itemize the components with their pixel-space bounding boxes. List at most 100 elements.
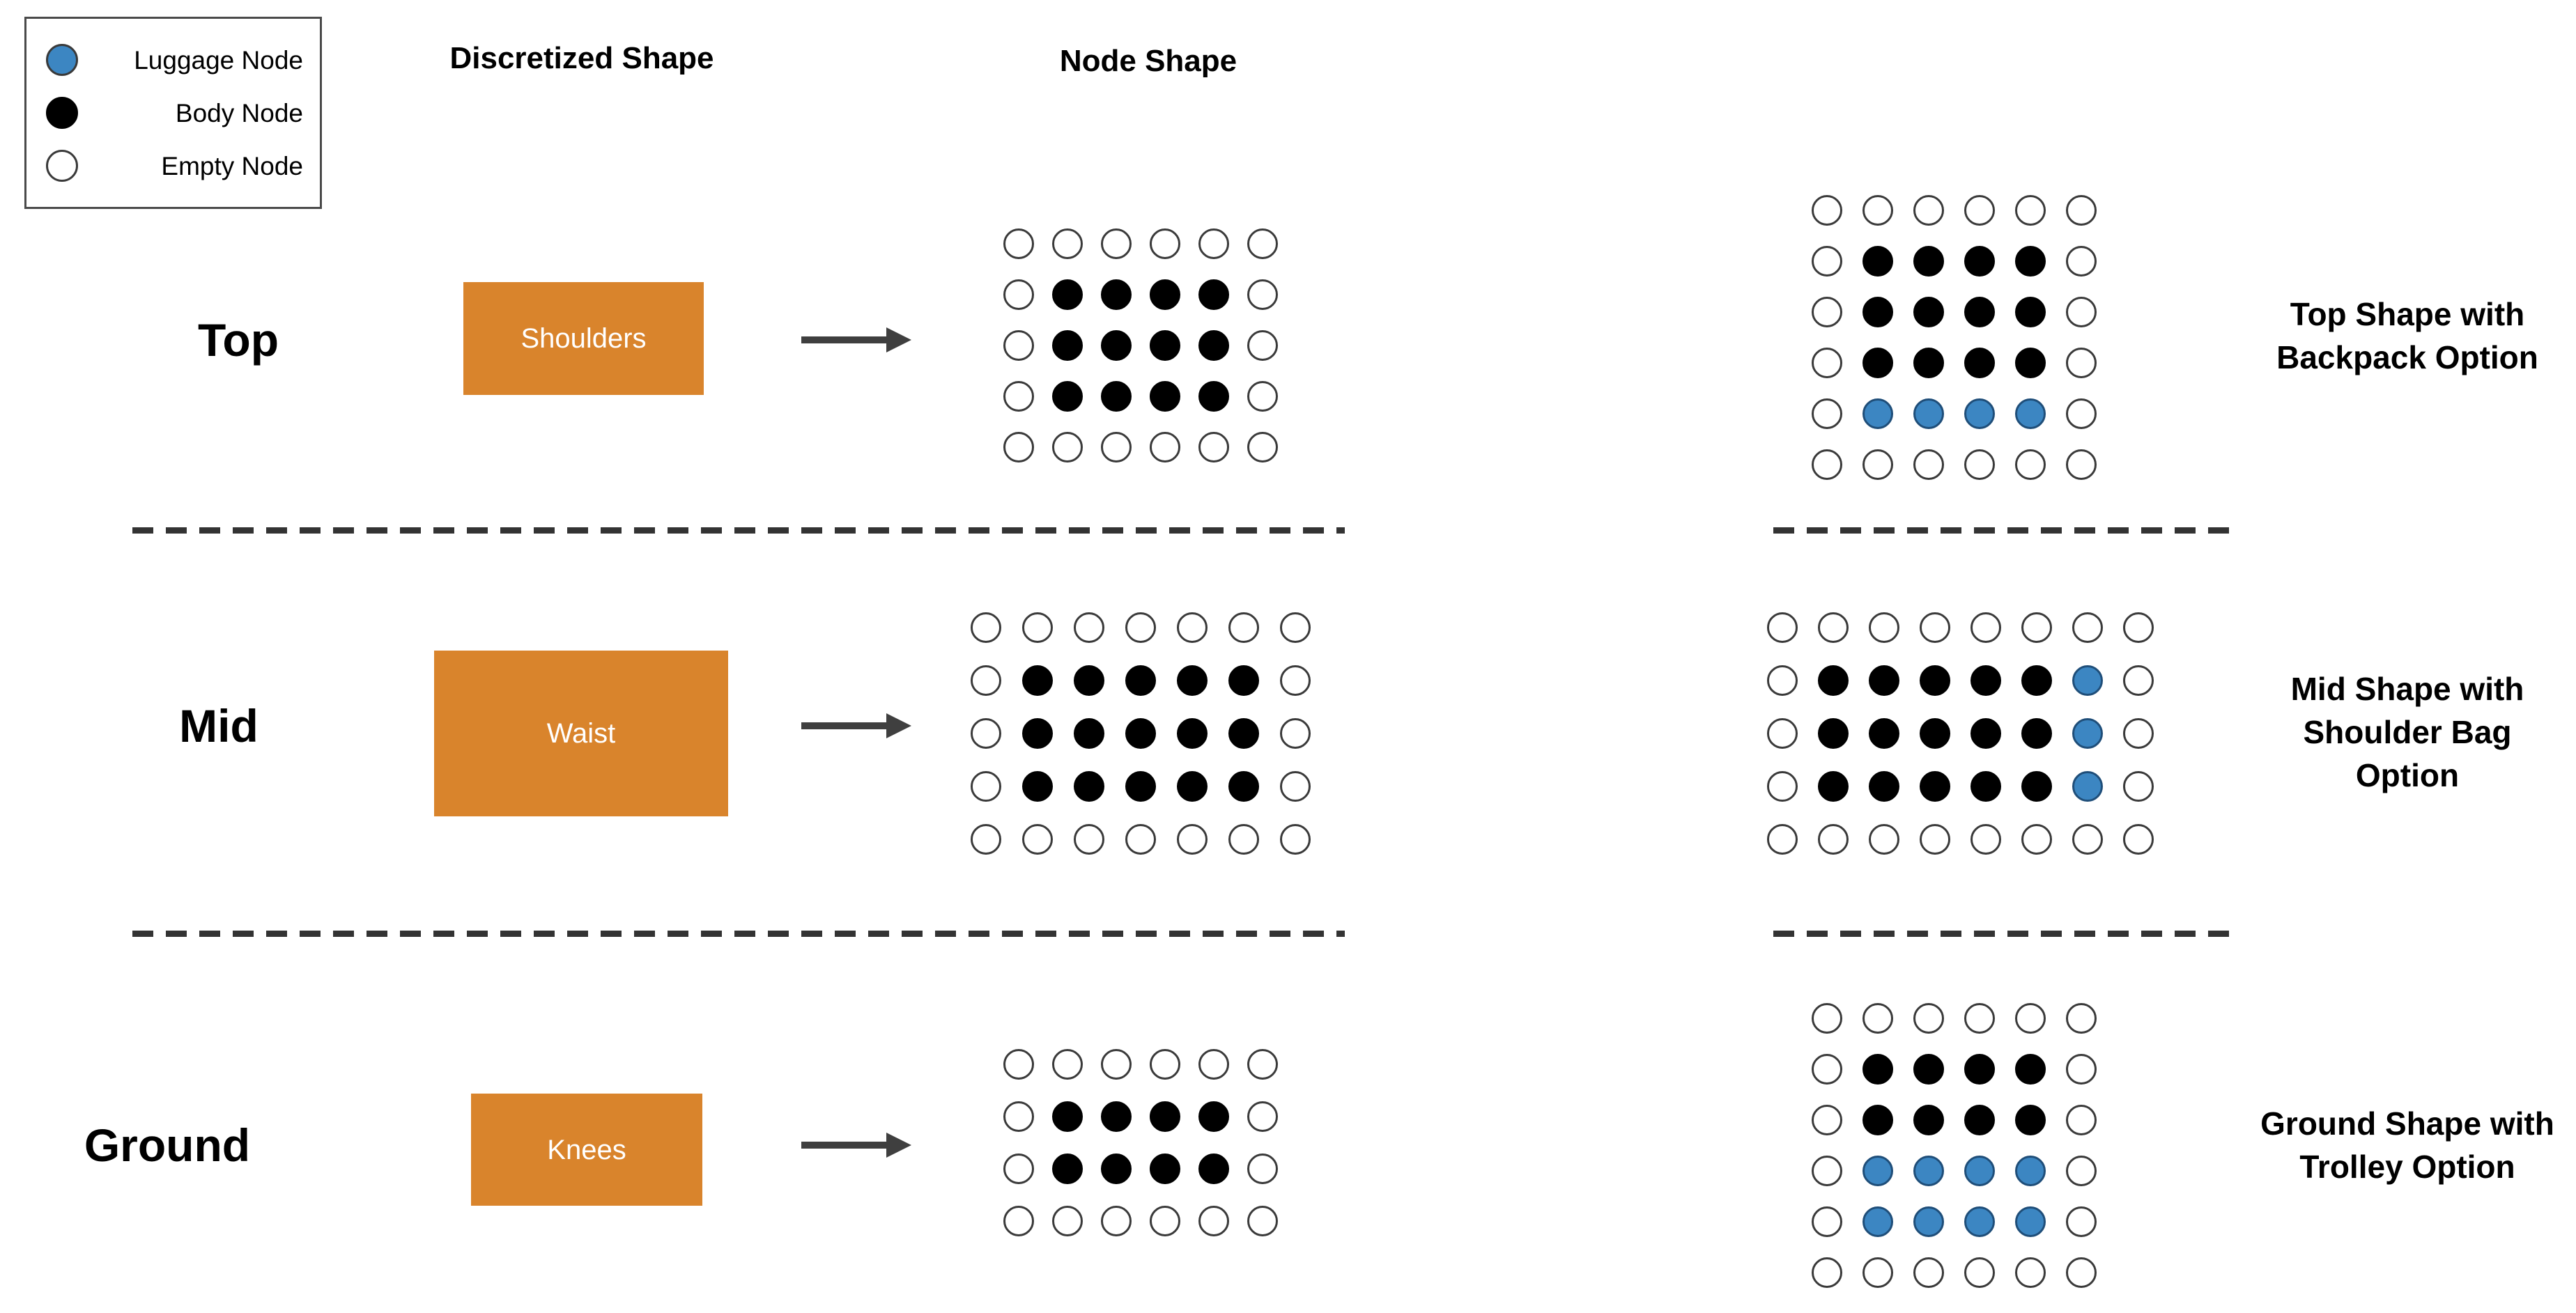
empty-node <box>2123 612 2154 643</box>
empty-node <box>1022 612 1053 643</box>
body-node <box>1970 718 2001 749</box>
body-node <box>1022 718 1053 749</box>
body-node <box>1913 297 1944 327</box>
empty-node <box>1125 612 1156 643</box>
body-node <box>1150 279 1180 310</box>
empty-node <box>1812 195 1842 226</box>
empty-node <box>1862 195 1893 226</box>
body-node <box>1964 348 1995 378</box>
empty-node <box>2066 348 2097 378</box>
row-label-ground: Ground <box>84 1119 251 1171</box>
header-discretized-shape: Discretized Shape <box>449 41 714 75</box>
body-node <box>1177 771 1208 802</box>
option-label-top: Top Shape with Backpack Option <box>2276 296 2538 375</box>
option-label-ground: Ground Shape with Trolley Option <box>2260 1105 2554 1185</box>
empty-node <box>2015 195 2046 226</box>
empty-node <box>2066 1054 2097 1085</box>
empty-node <box>1247 228 1278 259</box>
body-node <box>1052 1153 1083 1184</box>
empty-node <box>1247 432 1278 463</box>
body-node <box>1970 665 2001 696</box>
body-node <box>1177 718 1208 749</box>
body-node <box>1869 718 1899 749</box>
body-node <box>2015 1054 2046 1085</box>
option-shape-grid-top <box>1812 195 2097 500</box>
body-node <box>1228 718 1259 749</box>
body-node <box>1862 246 1893 277</box>
empty-node <box>2066 195 2097 226</box>
body-node <box>1074 718 1104 749</box>
arrow-shaft <box>801 336 888 343</box>
empty-node <box>2123 771 2154 802</box>
empty-node <box>2066 398 2097 429</box>
empty-node <box>1812 1003 1842 1034</box>
luggage-node <box>1964 398 1995 429</box>
empty-node <box>1280 771 1311 802</box>
empty-node <box>1101 1206 1132 1236</box>
empty-node <box>1125 824 1156 855</box>
legend-item-body: Body Node <box>26 97 320 129</box>
empty-node <box>1150 1206 1180 1236</box>
body-node <box>1964 1054 1995 1085</box>
empty-node <box>2066 297 2097 327</box>
dashed-separator <box>1773 931 2237 937</box>
empty-node <box>2066 1003 2097 1034</box>
luggage-node <box>2072 718 2103 749</box>
body-node <box>1150 381 1180 412</box>
body-node <box>1862 297 1893 327</box>
arrow-head <box>886 1133 911 1158</box>
arrow-shaft <box>801 722 888 729</box>
body-node <box>1964 246 1995 277</box>
legend-label: Empty Node <box>161 151 303 180</box>
body-node <box>1101 279 1132 310</box>
empty-node <box>1913 1003 1944 1034</box>
body-node <box>1818 665 1849 696</box>
body-node <box>1101 1153 1132 1184</box>
body-node <box>1074 771 1104 802</box>
arrow-shaft <box>801 1142 888 1149</box>
luggage-node <box>1862 1206 1893 1237</box>
empty-node <box>1052 228 1083 259</box>
empty-node <box>1101 228 1132 259</box>
node-shape-grid-top <box>1003 228 1278 483</box>
body-node <box>1920 718 1950 749</box>
body-node <box>2021 665 2052 696</box>
empty-node <box>1913 195 1944 226</box>
empty-node <box>971 665 1001 696</box>
empty-node <box>1280 718 1311 749</box>
body-node <box>2015 246 2046 277</box>
empty-node <box>1003 1101 1034 1132</box>
luggage-node <box>1913 398 1944 429</box>
empty-node <box>1074 824 1104 855</box>
body-node <box>1052 381 1083 412</box>
body-node <box>1862 1054 1893 1085</box>
empty-node <box>1869 612 1899 643</box>
empty-node <box>2066 1257 2097 1288</box>
empty-node <box>1247 381 1278 412</box>
row-label-mid: Mid <box>179 700 259 752</box>
empty-node <box>1280 612 1311 643</box>
empty-node <box>2072 824 2103 855</box>
empty-node <box>1003 1206 1034 1236</box>
body-node <box>1125 718 1156 749</box>
empty-node <box>1913 449 1944 480</box>
body-node <box>1913 1105 1944 1135</box>
dashed-separator <box>1773 527 2237 534</box>
empty-node <box>1228 612 1259 643</box>
empty-node <box>1818 824 1849 855</box>
empty-node <box>1964 449 1995 480</box>
empty-node <box>1198 228 1229 259</box>
option-shape-grid-mid <box>1767 612 2154 877</box>
dashed-separator <box>132 931 1345 937</box>
empty-node <box>1913 1257 1944 1288</box>
empty-node <box>971 718 1001 749</box>
body-node <box>2021 718 2052 749</box>
body-node <box>1862 348 1893 378</box>
body-node <box>1920 665 1950 696</box>
body-node <box>1022 665 1053 696</box>
body-part-box-knees: Knees <box>471 1094 702 1206</box>
body-node <box>1125 771 1156 802</box>
empty-node <box>1280 824 1311 855</box>
empty-node <box>1198 1206 1229 1236</box>
